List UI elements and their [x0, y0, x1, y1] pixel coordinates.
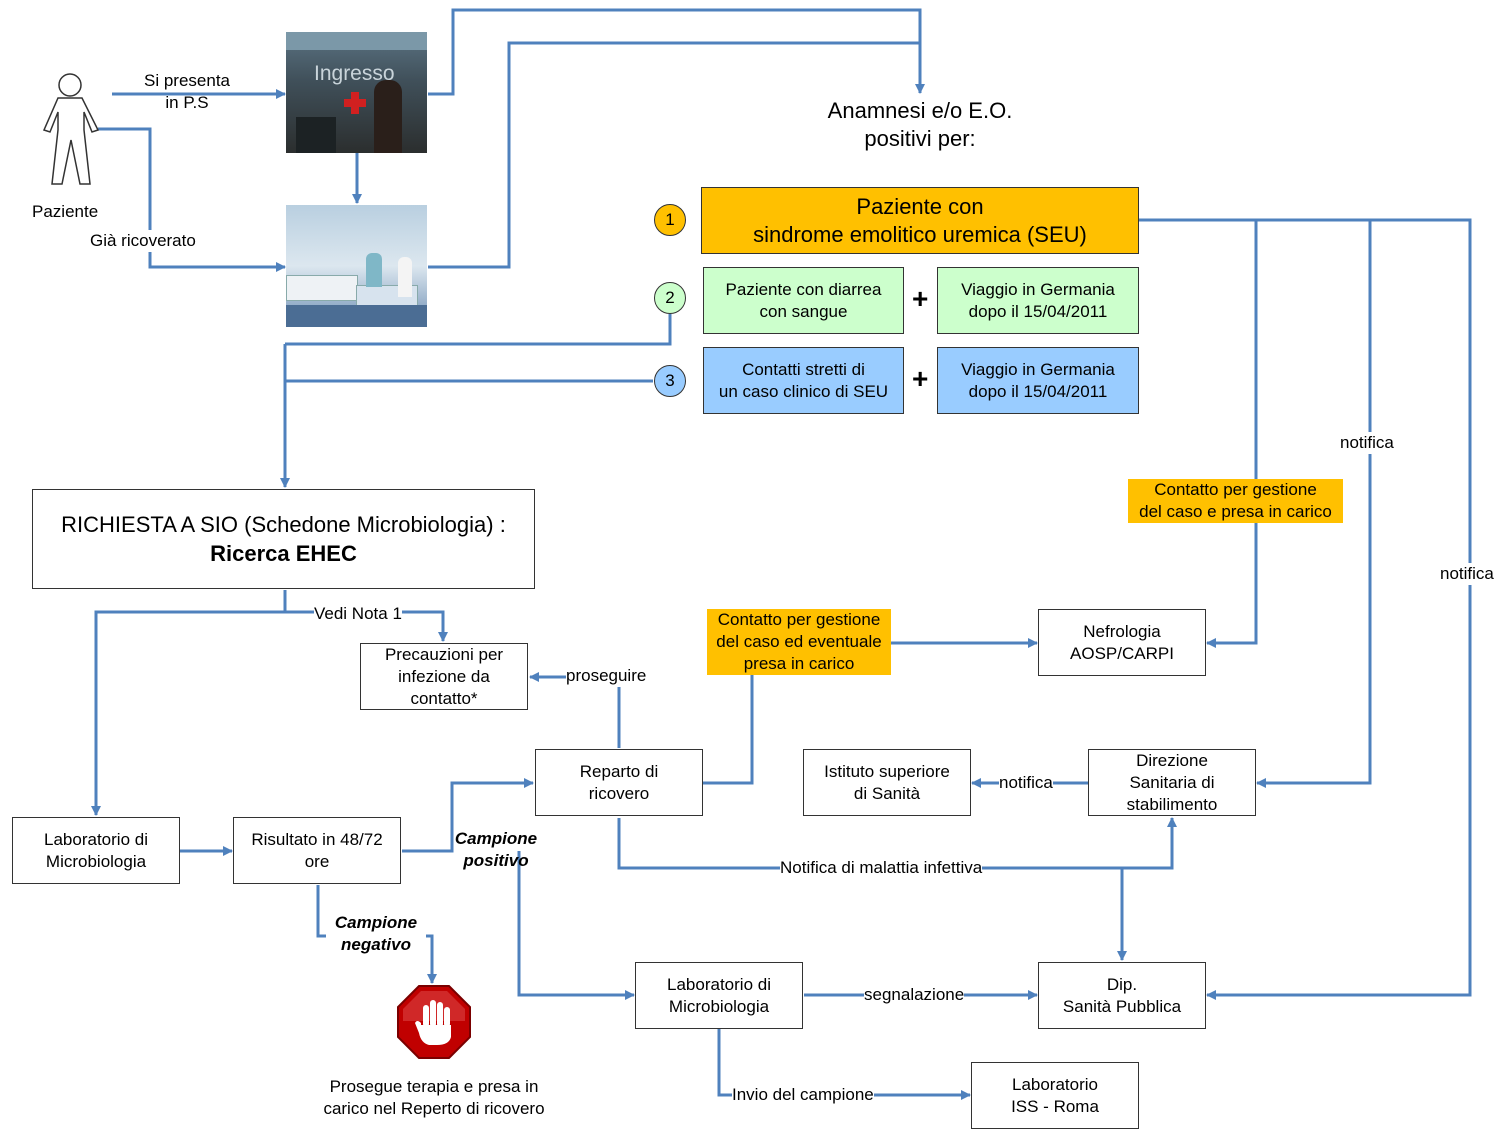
criterion-1-number: 1: [654, 204, 686, 236]
arrow-richiesta-to-lab: [91, 590, 287, 816]
person-label: Paziente: [32, 201, 99, 223]
admitted-label: Già ricoverato: [90, 230, 196, 252]
line-seu-right: [1139, 218, 1472, 1000]
criterion-2-number: 2: [654, 282, 686, 314]
arrow-positive-to-lab2: [517, 851, 635, 1000]
plus-sign: +: [912, 283, 929, 314]
er-entrance-photo: Ingresso: [286, 32, 427, 153]
lab-microbiologia-2-box: Laboratorio di Microbiologia: [635, 962, 803, 1029]
lab-microbiologia-box: Laboratorio di Microbiologia: [12, 817, 180, 884]
arrow-seu-to-nefrologia: [1206, 220, 1258, 648]
precauzioni-box: Precauzioni per infezione da contatto*: [360, 643, 528, 710]
campione-negativo-label: Campione negativo: [326, 912, 426, 956]
arrive-label: Si presenta in P.S: [144, 71, 230, 112]
campione-positivo-label: Campione positivo: [454, 829, 538, 870]
arrow-lab2-to-iss: [717, 1028, 971, 1100]
seu-box: Paziente con sindrome emolitico uremica …: [701, 187, 1139, 254]
arrow-positive-to-reparto: [402, 778, 534, 853]
risultato-box: Risultato in 48/72 ore: [233, 817, 401, 884]
ward-photo: [286, 205, 427, 327]
diarrea-box: Paziente con diarrea con sangue: [703, 267, 904, 334]
arrow-ps-to-anamnesi: [428, 8, 925, 96]
arrow-seu-to-direzione: [1256, 220, 1372, 788]
arrow-reparto-to-precauzioni: [529, 672, 621, 748]
viaggio-box-2: Viaggio in Germania dopo il 15/04/2011: [937, 267, 1139, 334]
prosegue-label: Prosegue terapia e presa in carico nel R…: [300, 1076, 568, 1120]
arrow-reparto-to-nefrologia: [703, 638, 1038, 785]
istituto-box: Istituto superiore di Sanità: [803, 749, 971, 816]
criterion-3-number: 3: [654, 365, 686, 397]
viaggio-box-3: Viaggio in Germania dopo il 15/04/2011: [937, 347, 1139, 414]
plus-sign: +: [912, 363, 929, 394]
proseguire-label: proseguire: [566, 665, 647, 687]
direzione-box: Direzione Sanitaria di stabilimento: [1088, 749, 1256, 816]
invio-campione-label: Invio del campione: [732, 1084, 874, 1106]
stop-hand-icon: [397, 985, 471, 1059]
line-circle2-down: [285, 314, 672, 346]
richiesta-box: RICHIESTA A SIO (Schedone Microbiologia)…: [32, 489, 535, 589]
contatto-reparto-label: Contatto per gestione del caso ed eventu…: [707, 609, 891, 675]
segnalazione-label: segnalazione: [864, 984, 965, 1006]
lab-iss-box: Laboratorio ISS - Roma: [971, 1062, 1139, 1129]
notifica-label: notifica: [1340, 432, 1394, 454]
person-icon: [42, 73, 100, 185]
notifica-malattia-label: Notifica di malattia infettiva: [780, 857, 983, 879]
contatto-nefro-label: Contatto per gestione del caso e presa i…: [1128, 479, 1343, 523]
red-cross-icon: [344, 92, 366, 114]
anamnesi-title: Anamnesi e/o E.O. positivi per:: [827, 98, 1013, 151]
arrow-person-to-ward: [98, 127, 286, 272]
nefrologia-box: Nefrologia AOSP/CARPI: [1038, 609, 1206, 676]
photo-sign: Ingresso: [314, 62, 395, 85]
notifica-label: notifica: [1440, 563, 1494, 585]
contatti-box: Contatti stretti di un caso clinico di S…: [703, 347, 904, 414]
dip-sanita-box: Dip. Sanità Pubblica: [1038, 962, 1206, 1029]
vedi-nota-label: Vedi Nota 1: [314, 603, 402, 625]
reparto-box: Reparto di ricovero: [535, 749, 703, 816]
line-ward-to-anamnesi: [428, 41, 920, 269]
notifica-label: notifica: [999, 772, 1053, 794]
